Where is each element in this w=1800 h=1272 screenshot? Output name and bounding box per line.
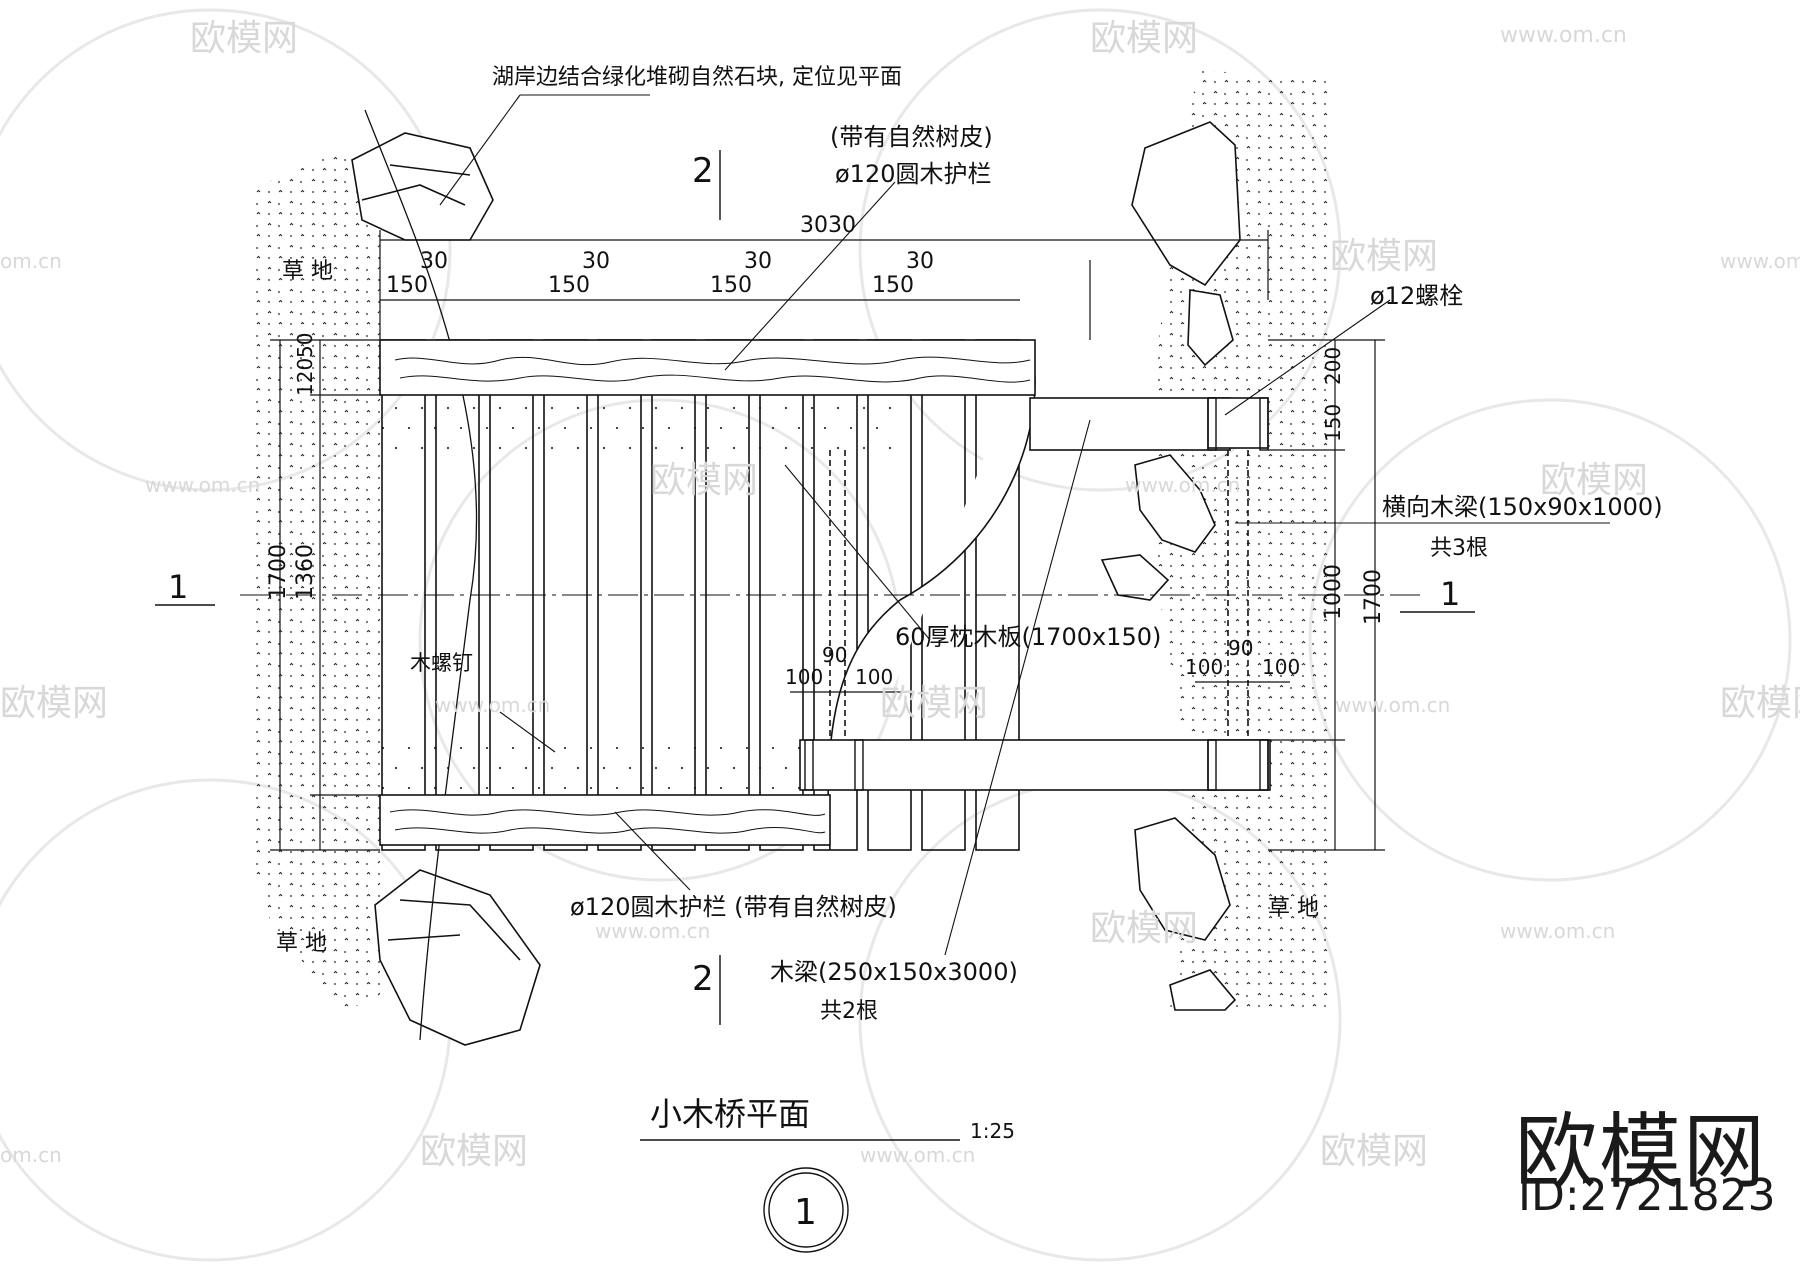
dim-post-offset: 100 [1262,655,1300,679]
section-mark-2-bottom: 2 [692,959,714,999]
dim-gap: 30 [744,249,772,274]
svg-text:欧模网: 欧模网 [190,18,298,59]
drawing-title: 小木桥平面 [650,1095,810,1133]
section-arrow [155,150,1475,1025]
label-stones: 湖岸边结合绿化堆砌自然石块, 定位见平面 [492,65,902,90]
section-mark-1-right: 1 [1440,575,1460,613]
svg-text:欧模网: 欧模网 [650,460,758,501]
svg-text:欧模网: 欧模网 [880,683,988,724]
section-mark-1-left: 1 [168,568,188,606]
brand-id: ID:2721823 [1518,1170,1776,1221]
label-rail-top-1: (带有自然树皮) [830,123,993,151]
label-grass-top-left: 草 地 [282,259,333,284]
svg-text:欧模网: 欧模网 [1320,1131,1428,1172]
brand-name: 欧模网 [1515,1105,1768,1200]
dim-gap: 30 [906,249,934,274]
label-rail-bottom: ø120圆木护栏 (带有自然树皮) [570,893,897,921]
label-sleeper: 60厚枕木板(1700x150) [895,623,1161,651]
svg-text:www.om.cn: www.om.cn [595,919,710,943]
svg-text:欧模网: 欧模网 [420,1131,528,1172]
section-mark-2-top: 2 [692,151,714,191]
dim-plank: 150 [548,273,590,298]
dim-plank: 150 [710,273,752,298]
dim-post-gap: 90 [1228,636,1253,660]
title-circle [640,1139,960,1253]
drawing-scale: 1:25 [970,1119,1015,1143]
svg-text:www.om.cn: www.om.cn [1720,249,1800,273]
svg-text:欧模网: 欧模网 [1090,18,1198,59]
dim-right-mid: 1000 [1321,564,1346,620]
log-rail-top [379,339,1036,396]
label-rail-top-2: ø120圆木护栏 [835,160,992,188]
svg-text:欧模网: 欧模网 [1720,683,1800,724]
svg-text:欧模网: 欧模网 [1330,236,1438,277]
dim-post-offset: 100 [785,665,823,689]
drawing-labels: 湖岸边结合绿化堆砌自然石块, 定位见平面 (带有自然树皮) ø120圆木护栏 ø… [168,65,1663,1233]
dim-left-total: 1700 [266,544,291,600]
dim-right-beam: 150 [1321,404,1345,442]
dim-left-rail: 120 [293,358,317,396]
label-cross-beam-2: 共3根 [1430,536,1488,561]
svg-text:www.om.cn: www.om.cn [145,473,260,497]
svg-text:www.om.cn: www.om.cn [1500,23,1627,48]
svg-text:www.om.cn: www.om.cn [1125,473,1240,497]
dim-gap: 30 [420,249,448,274]
label-grass-bottom-left: 草 地 [276,931,327,956]
svg-text:www.om.cn: www.om.cn [1335,693,1450,717]
dim-post-gap: 90 [822,643,847,667]
leader-lines [439,94,1610,956]
log-rail-bottom [379,794,831,846]
svg-text:www.om.cn: www.om.cn [435,693,550,717]
bolts [804,397,1269,791]
dim-plank: 150 [872,273,914,298]
watermark-logo: 欧模网 欧模网 www.om.cn om.cn 欧模网 www.om.cn ww… [0,18,1800,1172]
svg-text:欧模网: 欧模网 [1090,908,1198,949]
svg-text:欧模网: 欧模网 [1540,460,1648,501]
dimension-lines [270,230,1385,851]
dim-post-offset: 100 [1185,655,1223,679]
label-screw: 木螺钉 [410,651,473,675]
stone-outline [351,121,1241,1046]
dim-left-top: 50 [293,333,317,358]
dim-left-mid: 1360 [293,544,318,600]
dim-right-top: 200 [1321,347,1345,385]
label-cross-beam-1: 横向木梁(150x90x1000) [1382,493,1663,521]
svg-text:欧模网: 欧模网 [0,683,108,724]
dim-post-offset: 100 [855,665,893,689]
svg-text:www.om.cn: www.om.cn [1500,919,1615,943]
label-bolt: ø12螺栓 [1370,282,1463,310]
dim-plank: 150 [386,273,428,298]
svg-text:om.cn: om.cn [0,1143,62,1167]
label-grass-bottom-right: 草 地 [1268,896,1319,921]
dim-right-total: 1700 [1361,569,1386,625]
timber-beams [799,397,1271,791]
svg-text:www.om.cn: www.om.cn [860,1143,975,1167]
dim-overall-width: 3030 [800,213,856,238]
svg-text:om.cn: om.cn [0,249,62,273]
label-beam-2: 共2根 [820,999,878,1024]
drawing-number: 1 [794,1192,817,1233]
dim-gap: 30 [582,249,610,274]
label-beam-1: 木梁(250x150x3000) [770,958,1018,986]
bank-curve-left [364,109,478,1041]
